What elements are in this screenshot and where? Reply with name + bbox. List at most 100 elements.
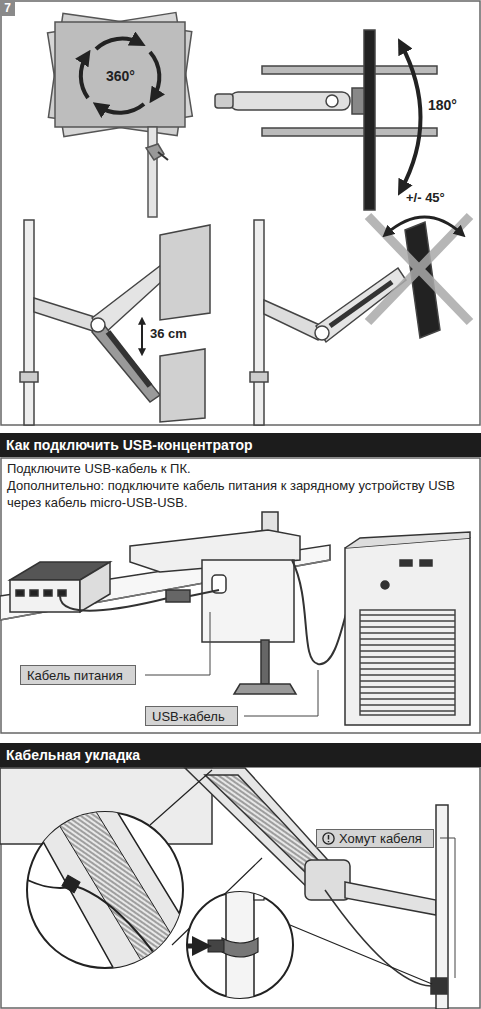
swivel-view <box>215 30 437 210</box>
monitor-rotation <box>55 22 185 127</box>
rotation-arrows <box>98 104 144 113</box>
leader-line <box>145 612 318 716</box>
swivel-view <box>215 94 233 108</box>
angle-label: +/- 45° <box>406 190 445 207</box>
node-text: USB-кабель <box>152 709 225 724</box>
instruction-text: Подключите USB-кабель к ПК. <box>7 461 475 478</box>
usb-scene <box>0 512 470 725</box>
zoom-circle <box>208 940 224 952</box>
zoom-circle <box>50 810 190 975</box>
height-adjust <box>160 349 205 422</box>
usb-scene <box>202 560 294 642</box>
monitor-rotation <box>48 12 193 136</box>
zoom-circle <box>10 770 432 1009</box>
rotation-arrows <box>96 39 140 49</box>
zoom-circle <box>254 890 264 900</box>
usb-scene <box>420 560 432 566</box>
usb-scene <box>381 581 389 589</box>
page-number: 7 <box>0 0 15 16</box>
node-text: 7 <box>4 1 11 15</box>
zoom-circle <box>10 870 180 990</box>
height-adjust <box>20 220 210 425</box>
info-icon <box>322 832 335 845</box>
node-text: Кабель питания <box>27 668 123 683</box>
section-header: Кабельная укладка <box>0 743 481 767</box>
height-adjust <box>91 318 105 332</box>
monitor-rotation <box>48 12 193 217</box>
swivel-view <box>401 44 421 190</box>
callout-label: USB-кабель <box>145 706 238 726</box>
height-adjust <box>24 220 34 425</box>
usb-scene <box>345 538 470 725</box>
tilt-view <box>264 300 322 340</box>
dimension-label: 36 cm <box>150 326 187 343</box>
tilt-view <box>250 216 470 425</box>
rotation-arrows <box>81 39 160 113</box>
cable-scene <box>431 978 447 994</box>
section-header: Как подключить USB-концентратор <box>0 433 481 457</box>
usb-scene <box>80 562 110 612</box>
swivel-view <box>262 128 437 136</box>
zoom-circle <box>10 800 220 990</box>
swivel-view <box>364 30 375 210</box>
zoom-circle <box>188 944 204 949</box>
usb-scene <box>60 596 168 611</box>
cable-scene <box>205 775 318 872</box>
leader-line <box>440 838 455 978</box>
node-text: Хомут кабеля <box>339 831 422 846</box>
usb-scene <box>261 640 269 684</box>
info-icon <box>328 835 330 842</box>
swivel-view <box>230 92 350 110</box>
monitor-rotation <box>148 127 157 217</box>
zoom-circle <box>208 880 264 1009</box>
tilt-view <box>386 217 462 234</box>
rotation-arrows <box>150 52 159 98</box>
tilt-view <box>316 268 406 342</box>
tilt-view <box>254 220 264 425</box>
tilt-view <box>368 216 470 322</box>
height-adjust <box>108 332 150 386</box>
leader-line <box>244 670 318 716</box>
instruction-text: Дополнительно: подключите кабель питания… <box>7 478 475 512</box>
swivel-view <box>326 95 338 107</box>
callout-label: Хомут кабеля <box>316 829 434 848</box>
monitor-rotation <box>146 144 164 160</box>
height-adjust <box>141 320 143 353</box>
usb-scene <box>30 590 38 596</box>
cable-scene <box>345 882 436 915</box>
usb-scene <box>16 590 24 596</box>
usb-scene <box>360 610 455 715</box>
usb-scene <box>190 590 219 596</box>
usb-scene <box>345 532 470 548</box>
node-text: Кабельная укладка <box>6 747 140 763</box>
usb-scene <box>44 590 52 596</box>
zoom-circle <box>62 875 80 892</box>
angle-label: 360° <box>106 67 135 85</box>
monitor-rotation <box>48 13 191 135</box>
callout-label: Кабель питания <box>20 665 136 685</box>
usb-scene <box>166 590 190 602</box>
cable-scene <box>325 890 431 986</box>
usb-scene <box>234 684 296 694</box>
angle-label: 180° <box>428 96 457 114</box>
tilt-view <box>315 326 329 340</box>
usb-scene <box>58 590 66 596</box>
monitor-rotation <box>158 152 168 160</box>
panel-frame <box>1 458 480 733</box>
height-adjust <box>20 372 38 382</box>
leader-line <box>145 612 210 675</box>
node-text: Как подключить USB-концентратор <box>6 437 253 453</box>
usb-scene <box>400 560 412 566</box>
height-adjust <box>92 320 160 402</box>
tilt-view <box>250 372 268 382</box>
panel-frame <box>1 1 480 425</box>
usb-scene <box>16 590 66 596</box>
zoom-circle <box>222 938 258 957</box>
rotation-arrows <box>81 55 88 98</box>
cable-scene <box>0 768 448 1009</box>
height-adjust <box>34 298 98 332</box>
info-icon <box>323 833 334 844</box>
height-adjust <box>160 225 210 320</box>
